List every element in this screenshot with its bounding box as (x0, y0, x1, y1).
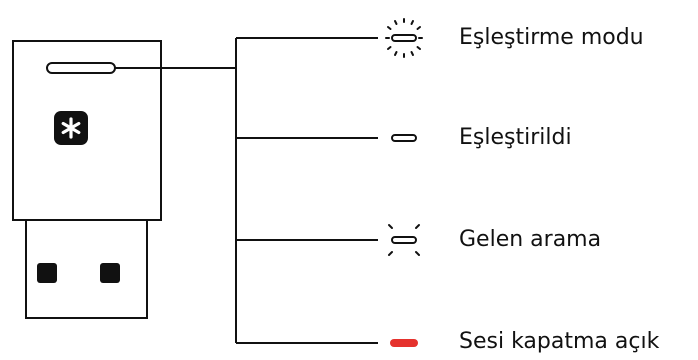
led-indicator-solid (391, 134, 417, 142)
state-label-mute-on: Sesi kapatma açık (459, 329, 660, 354)
asterisk-icon[interactable] (54, 111, 88, 145)
connector-lines (115, 37, 378, 344)
led-indicator-blinking-slow (388, 224, 420, 256)
state-label-paired: Eşleştirildi (459, 125, 572, 150)
led-indicator-solid-red (390, 339, 418, 347)
led-indicator-blinking-fast (385, 18, 423, 58)
usb-receiver (12, 40, 162, 319)
usb-plug-contact-right (100, 263, 120, 283)
receiver-led (46, 62, 116, 74)
state-label-pairing-mode: Eşleştirme modu (459, 25, 644, 50)
state-label-incoming-call: Gelen arama (459, 227, 602, 252)
usb-plug-contact-left (37, 263, 57, 283)
